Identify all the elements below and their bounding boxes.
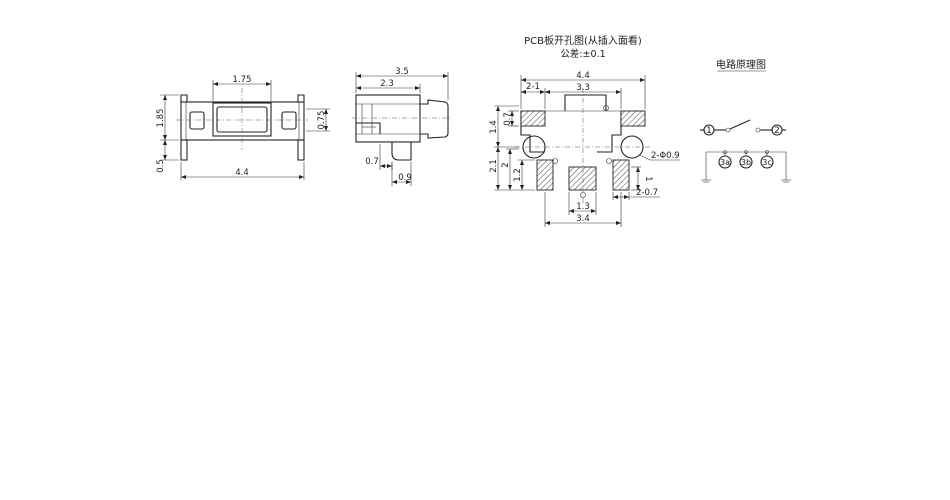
pcb-outer-pitch-dim: 4.4 [576,71,590,81]
circuit-pin-3b: 3b [741,158,751,167]
side-view: 3.5 2.3 0.7 0.9 [352,67,452,186]
pcb-left-height-dim: 2 [501,162,511,167]
circuit-pin-1: 1 [706,126,712,136]
switch-contact-left [725,127,731,133]
circuit-pin-3c: 3c [762,158,772,167]
pcb-bottom-span-dim: 3.4 [576,214,590,224]
front-view: 1.75 1.85 0.5 0.75 4.4 [156,75,330,180]
side-pin-offset-dim: 0.7 [365,157,379,167]
front-height-dim: 1.85 [156,109,166,128]
pcb-inner-pitch-dim: 3.3 [576,83,590,93]
circuit-diagram: 电路原理图 1 2 3a 3b 3c [700,58,791,183]
pcb-right-pad-height-dim: 1 [643,176,653,181]
front-width-dim: 1.75 [233,75,252,85]
circuit-title: 电路原理图 [716,58,766,71]
pcb-title: PCB板开孔图(从插入面看) [524,34,642,47]
side-stem-width-dim: 0.9 [398,173,412,183]
pcb-tolerance: 公差:±0.1 [560,48,605,60]
switch-contact-right [755,127,761,133]
front-total-width-dim: 4.4 [235,168,249,178]
side-body-length-dim: 2.3 [380,79,394,89]
pcb-pad-gap-dim: 1.2 [513,168,523,182]
pcb-top-pad-count-dim: 2-1 [526,82,540,92]
pcb-pad-height-dim: 0.7 [503,112,513,126]
pcb-left-total-height-dim: 2.1 [489,159,499,173]
pcb-layout: PCB板开孔图(从插入面看) 公差:±0.1 4.4 3.3 [489,34,680,227]
pcb-bottom-pad-spec-dim: 2-0.7 [636,188,658,198]
front-leg-dim: 0.5 [156,159,166,173]
circuit-pin-3a: 3a [720,158,730,167]
pcb-hole-spec-dim: 2-Φ0.9 [651,151,680,161]
pcb-center-pad-width-dim: 1.3 [576,202,590,212]
pcb-row-offset-dim: 1.4 [489,120,499,134]
side-total-length-dim: 3.5 [395,67,409,77]
circuit-pin-2: 2 [774,126,780,136]
switch-blade [729,119,751,130]
front-side-height-dim: 0.75 [317,111,327,130]
